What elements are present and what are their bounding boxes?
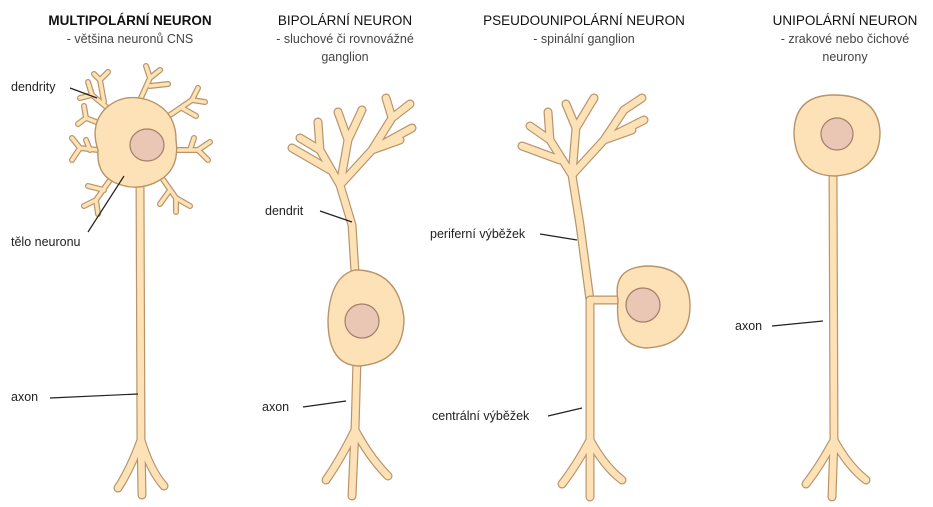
pseudounipolar-peripheral-process xyxy=(522,98,644,300)
title-multipolar: MULTIPOLÁRNÍ NEURON - většina neuronů CN… xyxy=(48,13,211,46)
label-dendrite: dendrit xyxy=(265,204,304,218)
label-unipolar-axon: axon xyxy=(735,319,762,333)
title-bipolar: BIPOLÁRNÍ NEURON - sluchové či rovnovážn… xyxy=(276,13,414,64)
title-multipolar-heading: MULTIPOLÁRNÍ NEURON xyxy=(48,13,211,28)
label-neuron-body: tělo neuronu xyxy=(11,235,81,249)
label-central-process: centrální výběžek xyxy=(432,409,530,423)
label-peripheral-process: periferní výběžek xyxy=(430,227,526,241)
leader-unipolar-axon xyxy=(772,321,823,326)
bipolar-nucleus xyxy=(345,304,379,338)
bipolar-neuron xyxy=(292,98,412,496)
bipolar-dendrite-tree xyxy=(292,98,412,272)
label-bipolar-axon: axon xyxy=(262,400,289,414)
pseudounipolar-nucleus xyxy=(626,288,660,322)
bipolar-axon xyxy=(326,360,388,496)
subtitle-unipolar-line2: neurony xyxy=(822,50,868,64)
label-multipolar-axon: axon xyxy=(11,390,38,404)
title-pseudounipolar: PSEUDOUNIPOLÁRNÍ NEURON - spinální gangl… xyxy=(483,13,685,46)
pseudounipolar-neuron xyxy=(522,98,690,497)
title-unipolar: UNIPOLÁRNÍ NEURON - zrakové nebo čichové… xyxy=(773,13,918,64)
unipolar-nucleus xyxy=(821,118,853,150)
title-pseudounipolar-heading: PSEUDOUNIPOLÁRNÍ NEURON xyxy=(483,13,685,28)
subtitle-multipolar-line1: - většina neuronů CNS xyxy=(67,32,193,46)
unipolar-neuron xyxy=(794,95,880,497)
subtitle-bipolar-line2: ganglion xyxy=(321,50,368,64)
leader-multipolar-axon xyxy=(50,394,138,398)
leader-bipolar-axon xyxy=(303,401,346,407)
unipolar-axon xyxy=(806,170,866,497)
leader-central-process xyxy=(548,408,582,416)
multipolar-nucleus xyxy=(130,129,164,161)
leader-peripheral-process xyxy=(540,234,577,240)
title-bipolar-heading: BIPOLÁRNÍ NEURON xyxy=(278,13,412,28)
multipolar-axon xyxy=(118,180,164,495)
multipolar-neuron xyxy=(72,66,210,495)
subtitle-bipolar-line1: - sluchové či rovnovážné xyxy=(276,32,414,46)
label-dendrites: dendrity xyxy=(11,80,56,94)
subtitle-pseudounipolar-line1: - spinální ganglion xyxy=(533,32,635,46)
title-unipolar-heading: UNIPOLÁRNÍ NEURON xyxy=(773,13,918,28)
subtitle-unipolar-line1: - zrakové nebo čichové xyxy=(781,32,910,46)
pseudounipolar-central-process xyxy=(562,300,622,497)
